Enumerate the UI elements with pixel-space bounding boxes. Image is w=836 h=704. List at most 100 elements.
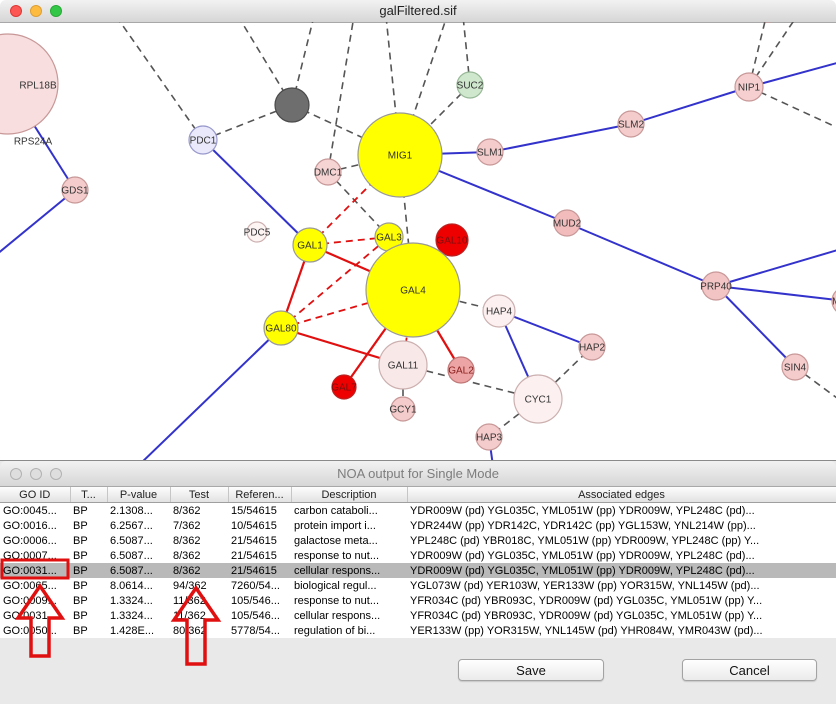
graph-node-gal80[interactable] xyxy=(263,310,299,346)
cell-test: 80/362 xyxy=(173,624,207,637)
graph-node-label: GCY1 xyxy=(389,405,417,416)
graph-node-label: PDC1 xyxy=(190,136,217,147)
graph-edge xyxy=(202,104,293,141)
cell-assoc_edges: YER133W (pp) YOR315W, YNL145W (pd) YHR08… xyxy=(410,624,763,637)
graph-node-gal4[interactable] xyxy=(365,242,461,338)
column-header-description[interactable]: Description xyxy=(291,487,408,503)
graph-edge xyxy=(142,327,282,460)
cell-p_value: 1.3324... xyxy=(110,594,153,607)
cell-description: galactose meta... xyxy=(294,534,378,547)
close-button[interactable] xyxy=(10,468,22,480)
column-header-go_id[interactable]: GO ID xyxy=(0,487,71,503)
graph-node-label: GAL4 xyxy=(400,286,426,297)
graph-node-label: MIG1 xyxy=(388,151,413,162)
noa-window-titlebar[interactable]: NOA output for Single Mode xyxy=(0,461,836,487)
cell-type: BP xyxy=(73,534,88,547)
graph-node-hap4[interactable] xyxy=(482,294,516,328)
graph-node-label: GAL11 xyxy=(388,361,419,372)
graph-node-mig1[interactable] xyxy=(357,112,443,198)
cancel-button[interactable]: Cancel xyxy=(682,659,817,681)
graph-node-slm1[interactable] xyxy=(476,138,504,166)
graph-node-msn4[interactable] xyxy=(831,287,836,315)
save-button[interactable]: Save xyxy=(458,659,604,681)
graph-node-mud2[interactable] xyxy=(553,209,581,237)
graph-node-hap3[interactable] xyxy=(475,423,503,451)
cell-test: 11/362 xyxy=(173,609,206,622)
graph-node-label: MSN4 xyxy=(832,297,836,308)
cell-type: BP xyxy=(73,594,88,607)
graph-node-gcy1[interactable] xyxy=(390,396,416,422)
graph-edge xyxy=(794,366,836,399)
cell-p_value: 6.2567... xyxy=(110,519,153,532)
zoom-button[interactable] xyxy=(50,468,62,480)
cell-go_id: GO:0031... xyxy=(3,609,57,622)
cell-assoc_edges: YDR009W (pd) YGL035C, YML051W (pp) YDR00… xyxy=(410,549,755,562)
cell-test: 94/362 xyxy=(173,579,207,592)
cell-description: carbon cataboli... xyxy=(294,504,378,517)
graph-edge xyxy=(715,285,796,368)
cell-assoc_edges: YGL073W (pd) YER103W, YER133W (pp) YOR31… xyxy=(410,579,760,592)
cell-description: response to nut... xyxy=(294,594,379,607)
cell-type: BP xyxy=(70,563,107,578)
cell-p_value: 6.5087... xyxy=(107,563,170,578)
graph-node-label: GAL7 xyxy=(331,383,357,394)
cell-type: BP xyxy=(73,579,88,592)
cell-description: cellular respons... xyxy=(294,609,381,622)
cell-reference: 21/54615 xyxy=(231,534,277,547)
graph-node-gal10[interactable] xyxy=(435,223,469,257)
cell-type: BP xyxy=(73,504,88,517)
graph-node-dmc1[interactable] xyxy=(314,158,342,186)
graph-node-label: SLM1 xyxy=(477,148,504,159)
graph-node-graynode[interactable] xyxy=(274,87,310,123)
graph-node-pdc5[interactable] xyxy=(246,221,268,243)
cell-go_id: GO:0009... xyxy=(3,594,57,607)
graph-edge xyxy=(715,285,836,301)
noa-window-title: NOA output for Single Mode xyxy=(337,466,499,481)
graph-node-suc2[interactable] xyxy=(456,71,484,99)
close-button[interactable] xyxy=(10,5,22,17)
column-header-reference[interactable]: Referen... xyxy=(228,487,292,503)
column-header-type[interactable]: T... xyxy=(70,487,108,503)
graph-node-pdc1[interactable] xyxy=(188,125,218,155)
graph-edge xyxy=(498,310,593,348)
minimize-button[interactable] xyxy=(30,468,42,480)
graph-edge xyxy=(489,123,632,153)
graph-node-rpl18b[interactable] xyxy=(0,33,59,135)
graph-node-gal11[interactable] xyxy=(378,340,428,390)
cell-test: 7/362 xyxy=(173,519,201,532)
graph-node-slm2[interactable] xyxy=(617,110,645,138)
graph-node-gal1[interactable] xyxy=(292,227,328,263)
graph-node-prp40[interactable] xyxy=(701,271,731,301)
column-header-p_value[interactable]: P-value xyxy=(107,487,171,503)
cell-test: 11/362 xyxy=(173,594,206,607)
graph-edge xyxy=(309,154,401,246)
minimize-button[interactable] xyxy=(30,5,42,17)
graph-node-sin4[interactable] xyxy=(781,353,809,381)
graph-node-gds1[interactable] xyxy=(61,176,89,204)
graph-edge xyxy=(748,62,836,88)
column-header-test[interactable]: Test xyxy=(170,487,229,503)
cell-reference: 7260/54... xyxy=(231,579,280,592)
network-canvas[interactable]: RPL18BRPS24AGDS1PDC1DMC1MIG1SUC2SLM1SLM2… xyxy=(0,22,836,460)
graph-node-cyc1[interactable] xyxy=(513,374,563,424)
graph-node-gal7[interactable] xyxy=(331,374,357,400)
column-header-assoc_edges[interactable]: Associated edges xyxy=(407,487,836,503)
graph-edge xyxy=(715,249,836,287)
graph-node-hap2[interactable] xyxy=(578,333,606,361)
graph-node-gal2[interactable] xyxy=(447,356,475,384)
graph-node-nip1[interactable] xyxy=(734,72,764,102)
cell-go_id: GO:0045... xyxy=(3,504,57,517)
graph-window-titlebar[interactable]: galFiltered.sif xyxy=(0,0,836,23)
cell-description: protein import i... xyxy=(294,519,376,532)
zoom-button[interactable] xyxy=(50,5,62,17)
cell-assoc_edges: YDR244W (pp) YDR142C, YDR142C (pp) YGL15… xyxy=(410,519,756,532)
